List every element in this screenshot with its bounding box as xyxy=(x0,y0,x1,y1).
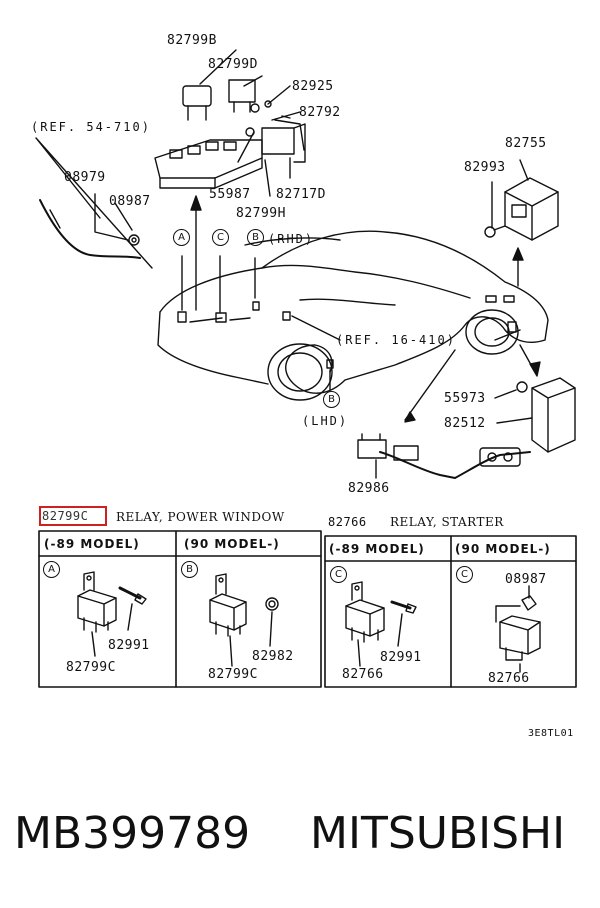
cell-b-marker: B xyxy=(181,561,198,578)
relay-block xyxy=(154,139,263,189)
ref-54-710: (REF. 54-710) xyxy=(31,120,151,134)
cell-c1-part-82991: 82991 xyxy=(380,650,422,665)
marker-a: A xyxy=(173,229,190,246)
ref-16-410: (REF. 16-410) xyxy=(336,333,456,347)
label-08979: 08979 xyxy=(64,170,106,185)
desc-starter: RELAY, STARTER xyxy=(390,515,504,529)
bracket-82792 xyxy=(274,115,305,151)
car-body-outline xyxy=(157,230,549,401)
code-82766: 82766 xyxy=(328,515,367,529)
highlight-box xyxy=(39,506,107,526)
label-55973: 55973 xyxy=(444,391,486,406)
relay-82799b xyxy=(182,85,212,121)
label-82512: 82512 xyxy=(444,416,486,431)
label-82717d: 82717D xyxy=(276,187,326,202)
cell-c1-marker: C xyxy=(330,566,347,583)
relay-82766-b xyxy=(495,595,541,661)
label-55987: 55987 xyxy=(209,187,251,202)
relay-82799c-a xyxy=(77,571,117,633)
diagram-code: 3E8TL01 xyxy=(528,728,574,739)
label-82755: 82755 xyxy=(505,136,547,151)
label-82799d: 82799D xyxy=(208,57,258,72)
label-08987: 08987 xyxy=(109,194,151,209)
desc-power-window: RELAY, POWER WINDOW xyxy=(116,510,285,524)
label-82925: 82925 xyxy=(292,79,334,94)
bolt-82991-c xyxy=(390,600,417,614)
cell-a-part-82799c: 82799C xyxy=(66,660,116,675)
label-82986: 82986 xyxy=(348,481,390,496)
relay-82799d xyxy=(228,79,256,113)
connector-82986 xyxy=(357,433,387,459)
cell-a-part-82991: 82991 xyxy=(108,638,150,653)
relay-82717d xyxy=(261,123,306,163)
bolt-82991-a xyxy=(118,586,147,605)
cell-a-title: (-89 MODEL) xyxy=(44,537,140,551)
rhd-label: (RHD) xyxy=(268,232,315,246)
cell-c2-part-08987: 08987 xyxy=(505,572,547,587)
marker-b-lhd: B xyxy=(323,391,340,408)
label-82792: 82792 xyxy=(299,105,341,120)
brand-name: MITSUBISHI xyxy=(310,808,566,859)
relay-82799c-b xyxy=(209,573,247,637)
cell-c2-marker: C xyxy=(456,566,473,583)
cell-b-title: (90 MODEL-) xyxy=(184,537,280,551)
marker-c: C xyxy=(212,229,229,246)
cell-b-part-82799c: 82799C xyxy=(208,667,258,682)
cell-c2-title: (90 MODEL-) xyxy=(455,542,551,556)
label-82799b: 82799B xyxy=(167,33,217,48)
label-82799h: 82799H xyxy=(236,206,286,221)
part-number: MB399789 xyxy=(14,808,251,859)
label-82993: 82993 xyxy=(464,160,506,175)
code-82799c: 82799C xyxy=(42,509,89,523)
cell-c2-part-82766: 82766 xyxy=(488,671,530,686)
relay-82766-a xyxy=(345,581,385,643)
cell-c1-part-82766: 82766 xyxy=(342,667,384,682)
marker-b-rhd: B xyxy=(247,229,264,246)
cell-b-part-82982: 82982 xyxy=(252,649,294,664)
relay-82512 xyxy=(531,377,576,453)
relay-82755 xyxy=(504,177,559,241)
cell-a-marker: A xyxy=(43,561,60,578)
cell-c1-title: (-89 MODEL) xyxy=(329,542,425,556)
lhd-label: (LHD) xyxy=(302,414,349,428)
